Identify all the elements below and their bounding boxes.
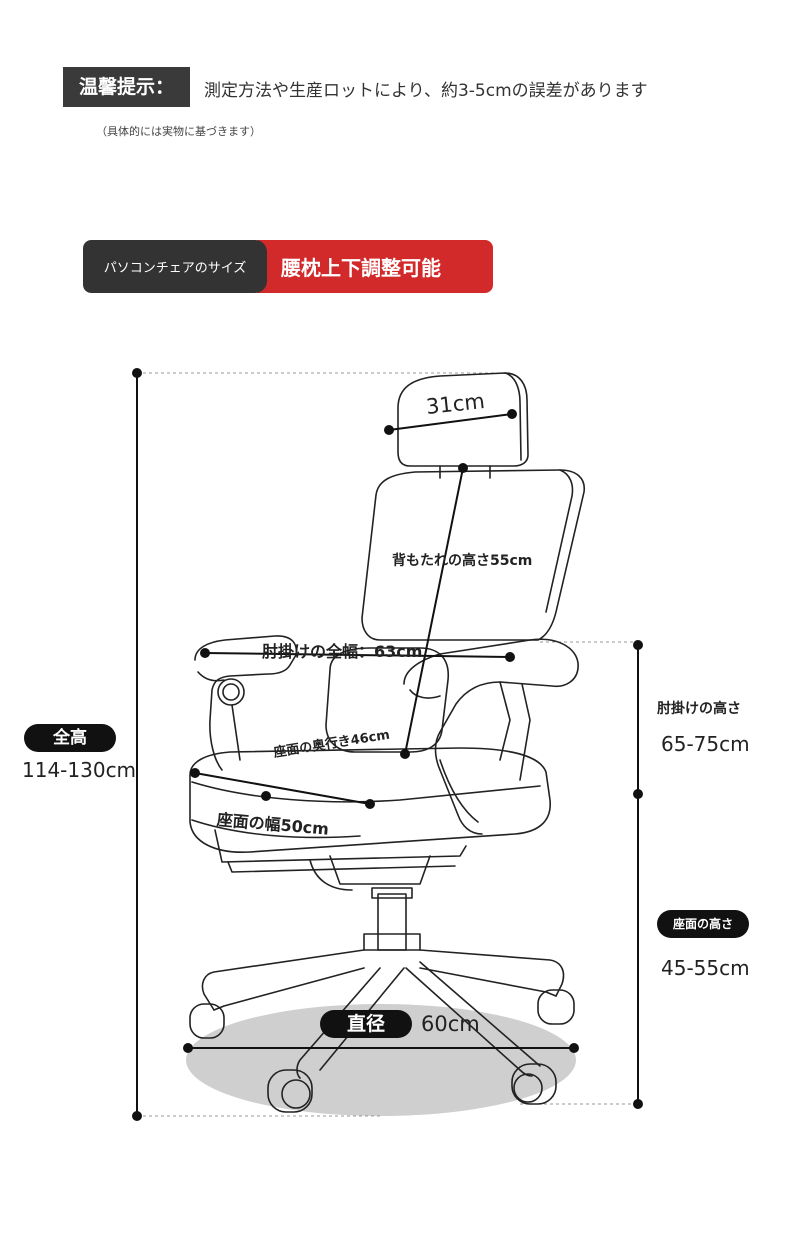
chair-outline — [189, 372, 585, 1113]
size-tab: パソコンチェアのサイズ 腰枕上下調整可能 — [83, 240, 493, 293]
seat-height-value: 45-55cm — [661, 956, 750, 980]
dimension-dots — [132, 368, 643, 1121]
dimension-lines — [136, 373, 639, 1116]
notice-subtext: （具体的には実物に基づきます） — [96, 125, 261, 138]
total-height-value: 114-130cm — [22, 758, 137, 782]
size-tab-left: パソコンチェアのサイズ — [83, 240, 267, 293]
seat-height-pill: 座面の高さ — [657, 910, 749, 938]
notice-text: 測定方法や生産ロットにより、約3-5cmの誤差があります — [204, 81, 648, 101]
diameter-pill: 直径 — [320, 1010, 412, 1038]
armrest-width-label: 肘掛けの全幅：63cm — [262, 642, 423, 661]
armrest-height-label: 肘掛けの高さ — [657, 701, 741, 717]
total-height-pill: 全高 — [24, 724, 116, 752]
notice-tag: 温馨提示： — [63, 67, 190, 107]
armrest-height-value: 65-75cm — [661, 732, 750, 756]
backrest-height-label: 背もたれの高さ55cm — [392, 553, 533, 569]
size-tab-right: 腰枕上下調整可能 — [257, 240, 493, 293]
diameter-value: 60cm — [421, 1012, 480, 1036]
